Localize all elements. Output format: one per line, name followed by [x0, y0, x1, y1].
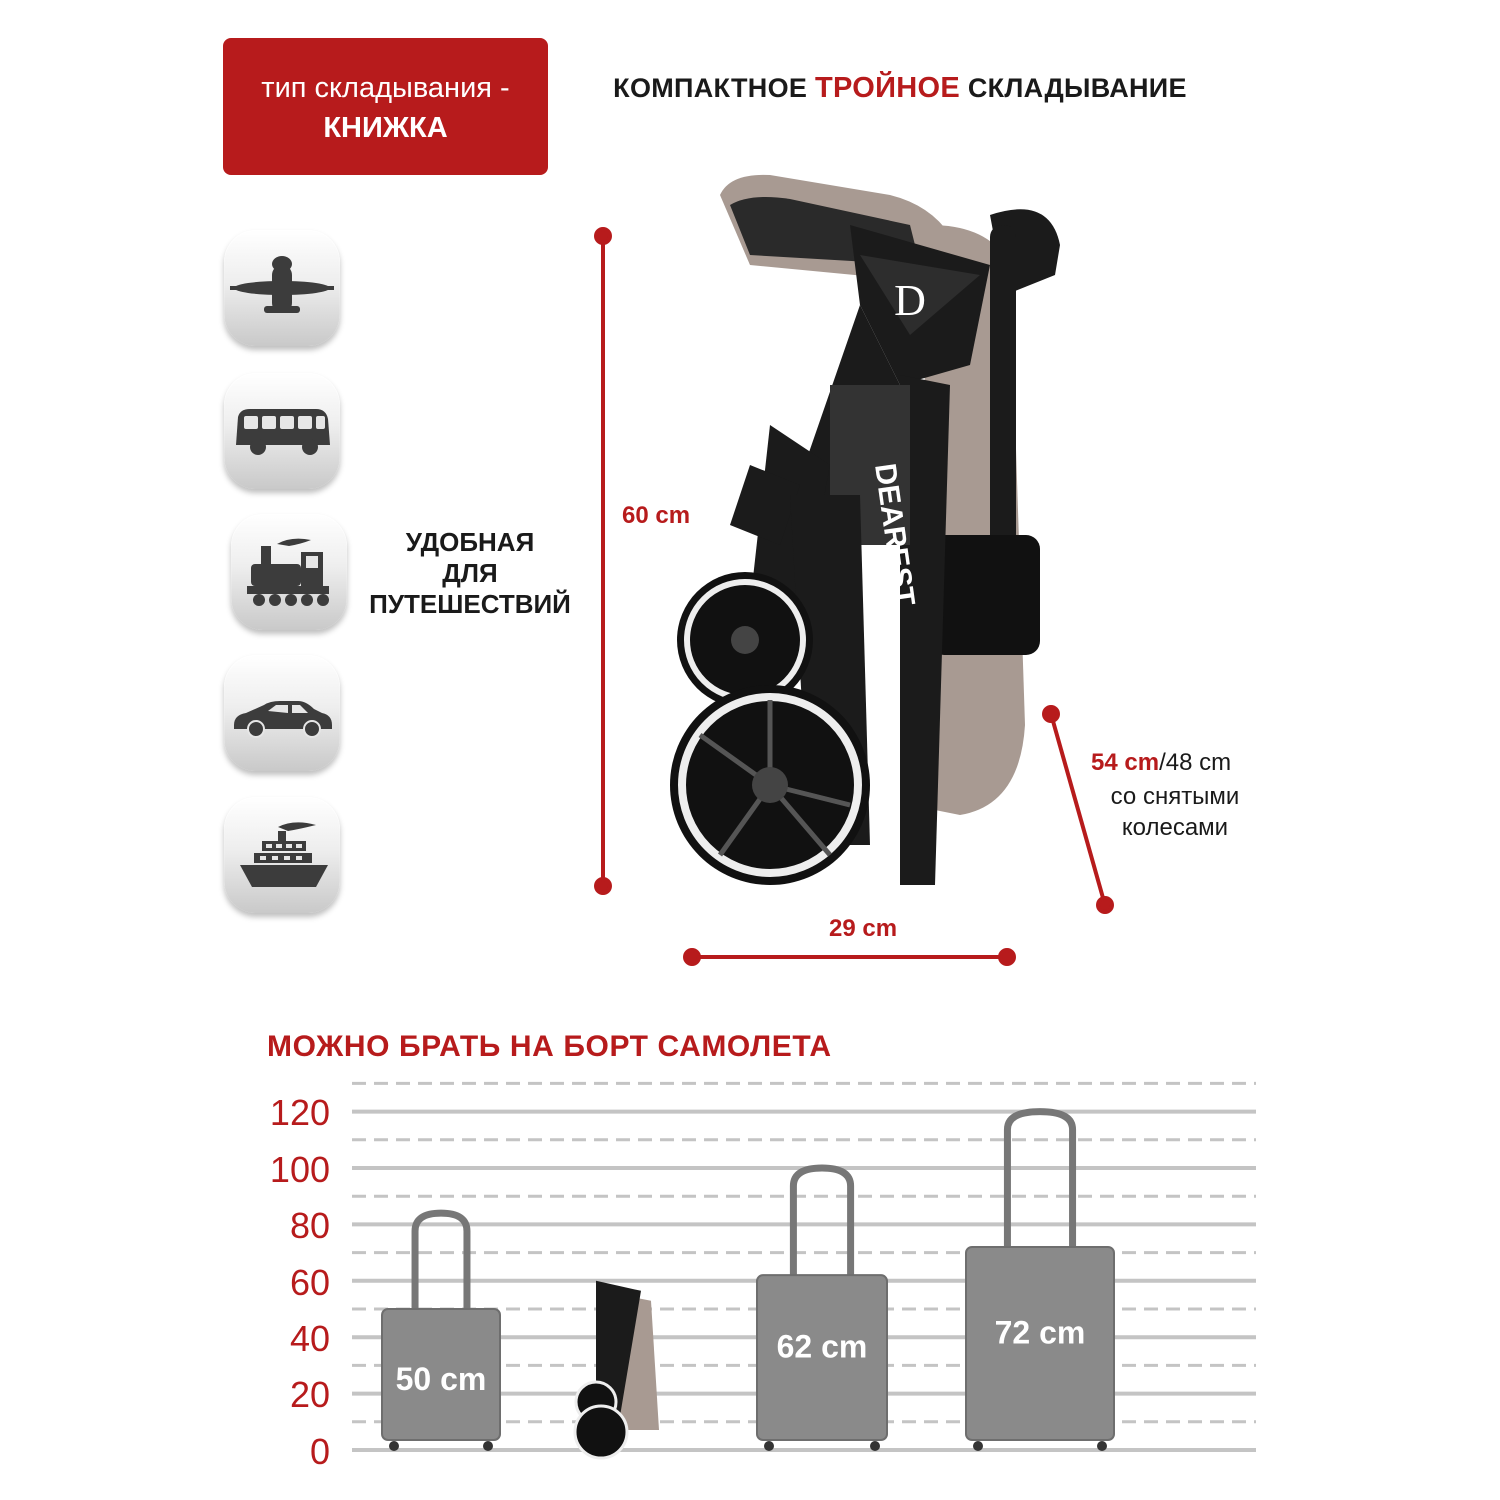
- luggage-body: [756, 1274, 888, 1441]
- width-label: 29 cm: [829, 915, 898, 942]
- folded-stroller-image: D DEAREST: [670, 174, 1060, 885]
- dimension-dot: [683, 948, 701, 966]
- headline-part: СКЛАДЫВАНИЕ: [967, 73, 1187, 103]
- y-tick-label: 80: [289, 1205, 330, 1246]
- dimension-lines: [594, 227, 1114, 966]
- depth-label: 54 cm/48 cm: [1091, 749, 1231, 777]
- fold-type-value: КНИЖКА: [323, 112, 448, 144]
- travel-caption-line: УДОБНАЯ: [405, 527, 535, 557]
- stroller-logo-letter: D: [894, 276, 926, 325]
- travel-caption-line: ДЛЯ: [442, 558, 498, 588]
- dimension-dot: [1042, 705, 1060, 723]
- luggage-size-label: 62 cm: [777, 1329, 868, 1365]
- depth-dimension-line: [1049, 713, 1107, 906]
- depth-note-line: со снятыми: [1110, 783, 1240, 810]
- luggage-suitcase: 72 cm: [965, 1108, 1115, 1451]
- depth-note: со снятыми колесами: [1085, 781, 1265, 843]
- train-icon: [231, 514, 347, 630]
- height-label: 60 cm: [622, 502, 691, 529]
- luggage-size-label: 50 cm: [396, 1361, 487, 1397]
- stroller-rear-wheel: [670, 685, 870, 885]
- airplane-icon: [224, 230, 340, 346]
- y-tick-label: 0: [309, 1431, 330, 1472]
- fold-headline: КОМПАКТНОЕ ТРОЙНОЕ СКЛАДЫВАНИЕ: [560, 72, 1240, 105]
- luggage-handle: [411, 1209, 471, 1309]
- dimension-dot: [1096, 896, 1114, 914]
- luggage-suitcase: 62 cm: [756, 1164, 888, 1451]
- travel-caption-line: ПУТЕШЕСТВИЙ: [369, 589, 571, 619]
- luggage-handle: [789, 1164, 855, 1276]
- ship-icon: [224, 797, 340, 913]
- luggage-handle: [1003, 1108, 1077, 1247]
- luggage-size-label: 72 cm: [995, 1314, 1086, 1350]
- bus-icon: [224, 373, 340, 489]
- y-tick-label: 120: [269, 1092, 330, 1133]
- headline-part: КОМПАКТНОЕ: [613, 73, 808, 103]
- dimension-dot: [594, 227, 612, 245]
- luggage-body: [381, 1308, 501, 1441]
- depth-note-line: колесами: [1121, 814, 1229, 841]
- dimension-dot: [594, 877, 612, 895]
- stroller-miniature: [573, 1280, 659, 1460]
- chart-title: МОЖНО БРАТЬ НА БОРТ САМОЛЕТА: [267, 1030, 832, 1063]
- y-tick-label: 60: [289, 1262, 330, 1303]
- depth-label-main: 54 cm: [1091, 749, 1160, 776]
- luggage-comparison-chart: 50 cm 62 cm 72 cm: [352, 1081, 1256, 1460]
- y-tick-label: 100: [269, 1149, 330, 1190]
- fold-type-label: тип складывания -: [261, 72, 510, 104]
- y-tick-label: 20: [289, 1374, 330, 1415]
- dimension-dot: [998, 948, 1016, 966]
- travel-caption: УДОБНАЯ ДЛЯ ПУТЕШЕСТВИЙ: [350, 527, 590, 620]
- fold-type-badge: тип складывания - КНИЖКА: [223, 38, 548, 175]
- depth-label-alt: /48 cm: [1159, 749, 1232, 776]
- luggage-body: [965, 1245, 1115, 1441]
- car-icon: [224, 655, 340, 771]
- headline-accent: ТРОЙНОЕ: [815, 72, 961, 104]
- y-tick-label: 40: [289, 1318, 330, 1359]
- luggage-suitcase: 50 cm: [381, 1209, 501, 1451]
